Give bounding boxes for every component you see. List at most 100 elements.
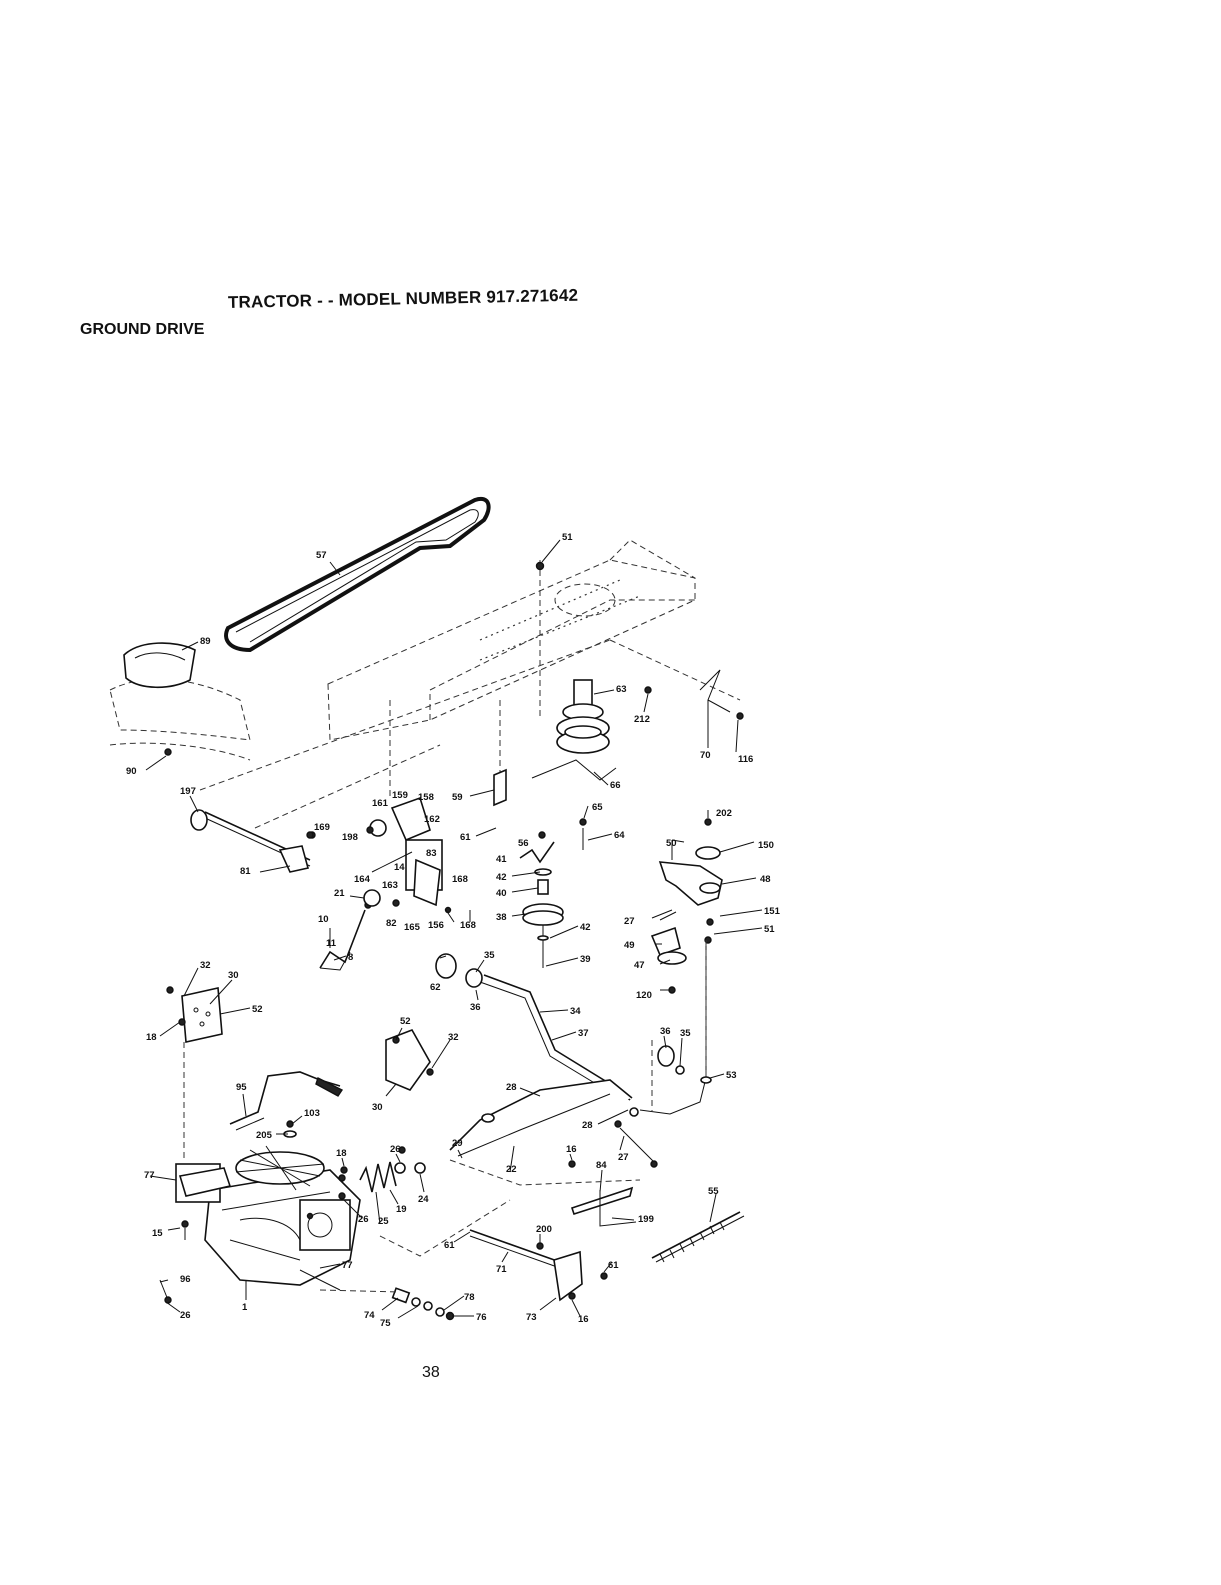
callout-57: 57 xyxy=(316,550,327,561)
callout-74: 74 xyxy=(364,1310,375,1321)
callout-62: 62 xyxy=(430,982,441,993)
callout-90: 90 xyxy=(126,766,137,777)
callout-64: 64 xyxy=(614,830,625,841)
callout-18: 18 xyxy=(146,1032,157,1043)
callout-27: 27 xyxy=(624,916,635,927)
callout-39: 39 xyxy=(580,954,591,965)
idler-bracket-assembly xyxy=(308,796,443,907)
callout-61c: 61 xyxy=(608,1260,619,1271)
belt-guide-rods xyxy=(493,759,617,850)
callout-11: 11 xyxy=(326,938,337,949)
callout-14: 14 xyxy=(394,862,405,873)
callout-59: 59 xyxy=(452,792,463,803)
callout-212: 212 xyxy=(634,714,650,725)
callout-32: 32 xyxy=(200,960,211,971)
callout-116: 116 xyxy=(738,754,753,765)
callout-42b: 42 xyxy=(580,922,591,933)
callout-151: 151 xyxy=(764,906,781,917)
callout-34: 34 xyxy=(570,1006,581,1017)
cross-shaft-34 xyxy=(435,953,631,1101)
callout-65: 65 xyxy=(592,802,603,813)
callout-47: 47 xyxy=(634,960,645,971)
callout-27b: 27 xyxy=(618,1152,629,1163)
callout-41: 41 xyxy=(496,854,507,865)
callout-89: 89 xyxy=(200,636,211,647)
callout-82: 82 xyxy=(386,918,397,929)
seat-fender-outline xyxy=(109,642,251,761)
callout-28: 28 xyxy=(506,1082,517,1093)
callout-71: 71 xyxy=(496,1264,507,1275)
drive-belt xyxy=(224,496,491,653)
washer-set xyxy=(639,940,712,1115)
callout-16: 16 xyxy=(566,1144,577,1155)
callout-83: 83 xyxy=(426,848,437,859)
callout-163: 163 xyxy=(382,880,398,891)
callout-78: 78 xyxy=(464,1292,475,1303)
callout-76: 76 xyxy=(476,1312,487,1323)
lift-rod-95 xyxy=(229,1071,344,1131)
callout-24: 24 xyxy=(418,1194,429,1205)
callout-156: 156 xyxy=(428,920,444,931)
callout-37: 37 xyxy=(578,1028,589,1039)
callout-35: 35 xyxy=(484,950,495,961)
idler-pulley-stack xyxy=(519,841,564,968)
callout-70: 70 xyxy=(700,750,711,761)
page-number: 38 xyxy=(422,1364,440,1381)
callout-18b: 18 xyxy=(336,1148,347,1159)
callout-50: 50 xyxy=(666,838,677,849)
callout-52b: 52 xyxy=(400,1016,411,1027)
callout-51: 51 xyxy=(562,532,573,543)
callout-84: 84 xyxy=(596,1160,607,1171)
brake-lever xyxy=(319,901,372,971)
callout-61: 61 xyxy=(460,832,471,843)
callout-53: 53 xyxy=(726,1070,737,1081)
callout-8: 8 xyxy=(348,952,353,963)
callout-26b: 26 xyxy=(358,1214,369,1225)
callout-168b: 168 xyxy=(460,920,476,931)
callout-30b: 30 xyxy=(372,1102,383,1113)
callout-10: 10 xyxy=(318,914,329,925)
callout-52: 52 xyxy=(252,1004,263,1015)
callout-103: 103 xyxy=(304,1108,320,1119)
callout-61b: 61 xyxy=(444,1240,455,1251)
bracket-30-center xyxy=(385,1029,434,1091)
callout-30: 30 xyxy=(228,970,239,981)
callout-38: 38 xyxy=(496,912,507,923)
spring-assembly xyxy=(306,1146,426,1220)
callout-35b: 35 xyxy=(680,1028,691,1039)
callout-202: 202 xyxy=(716,808,732,819)
callout-63: 63 xyxy=(616,684,627,695)
callout-22: 22 xyxy=(506,1164,517,1175)
callout-161: 161 xyxy=(372,798,389,809)
callout-26c: 26 xyxy=(180,1310,191,1321)
callout-15: 15 xyxy=(152,1228,163,1239)
callout-81: 81 xyxy=(240,866,251,877)
callout-16b: 16 xyxy=(578,1314,589,1325)
callout-36: 36 xyxy=(470,1002,481,1013)
callout-162: 162 xyxy=(424,814,440,825)
callout-169: 169 xyxy=(314,822,330,833)
callout-49: 49 xyxy=(624,940,635,951)
callout-199: 199 xyxy=(638,1214,654,1225)
callout-1: 1 xyxy=(242,1302,248,1313)
callout-42: 42 xyxy=(496,872,507,883)
callout-200: 200 xyxy=(536,1224,552,1235)
control-rods xyxy=(449,1079,641,1186)
callout-32b: 32 xyxy=(448,1032,459,1043)
leader-lines xyxy=(145,539,763,1319)
tractor-frame xyxy=(199,539,741,829)
pedal-linkage xyxy=(568,1107,658,1227)
transaxle-assembly xyxy=(175,1120,361,1291)
callout-75: 75 xyxy=(380,1318,391,1329)
callout-56: 56 xyxy=(518,838,529,849)
pulley-assembly xyxy=(556,679,610,754)
callout-159: 159 xyxy=(392,790,408,801)
spacer-21 xyxy=(363,889,381,907)
callout-77: 77 xyxy=(144,1170,155,1181)
axle-hardware xyxy=(159,1279,455,1321)
callout-198: 198 xyxy=(342,832,358,843)
callout-48: 48 xyxy=(760,874,771,885)
bracket-30-left xyxy=(166,986,223,1043)
callout-55: 55 xyxy=(708,1186,719,1197)
